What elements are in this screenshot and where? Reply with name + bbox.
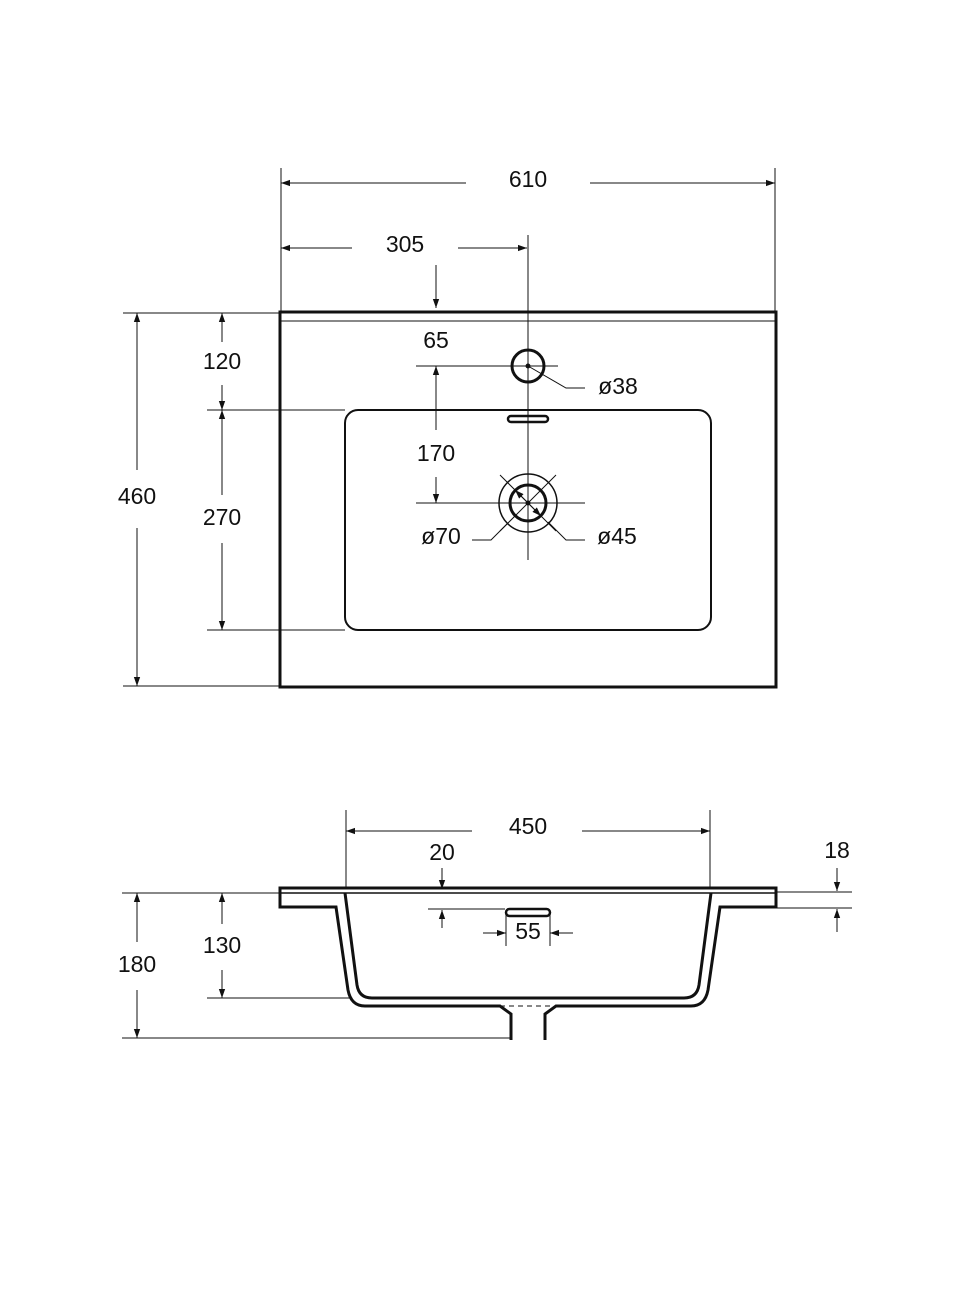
- dim-total-height: 180: [118, 951, 156, 977]
- dim-basin-width: 450: [509, 813, 547, 839]
- dim-overflow-offset: 20: [429, 839, 455, 865]
- label-drain-inner-diameter: ø45: [597, 523, 637, 549]
- top-view: 610 305 460 120 270 65 170 ø38 ø70 ø: [118, 166, 778, 689]
- dim-slab-thickness: 18: [824, 837, 850, 863]
- dim-tap-offset: 65: [423, 327, 449, 353]
- dim-overflow-width: 55: [515, 918, 541, 944]
- dim-overall-width: 610: [509, 166, 547, 192]
- sink-section-outer: [278, 886, 513, 1040]
- side-view: 450 20 55 18 180 130: [118, 810, 852, 1040]
- label-drain-outer-diameter: ø70: [421, 523, 461, 549]
- dim-tap-to-drain: 170: [417, 440, 455, 466]
- dim-basin-height: 130: [203, 932, 241, 958]
- dim-basin-depth: 270: [203, 504, 241, 530]
- dim-front-margin: 120: [203, 348, 241, 374]
- dim-overall-depth: 460: [118, 483, 156, 509]
- label-tap-hole-diameter: ø38: [598, 373, 638, 399]
- overflow-slot-side: [504, 907, 552, 918]
- sink-section-inner: [343, 892, 713, 1000]
- dim-half-width: 305: [386, 231, 424, 257]
